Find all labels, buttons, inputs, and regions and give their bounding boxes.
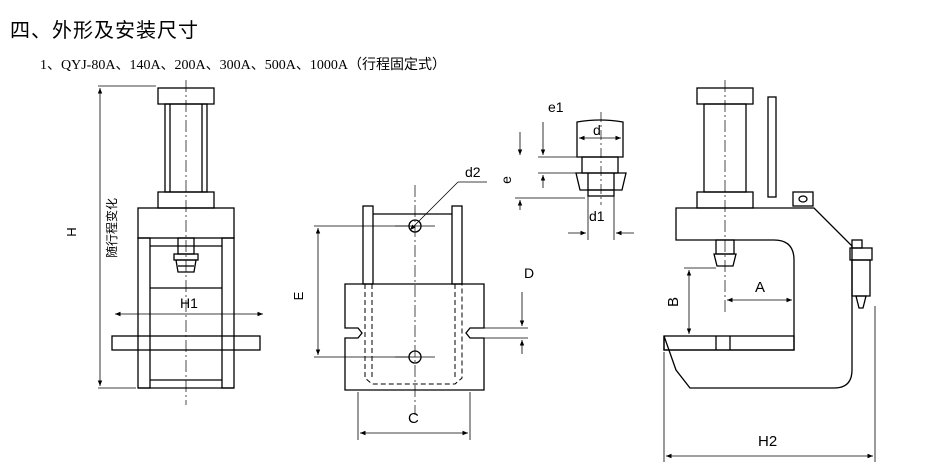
label-e: e <box>498 176 514 184</box>
dim-D <box>470 292 528 354</box>
label-H2: H2 <box>758 433 777 450</box>
dim-e1 <box>538 122 580 188</box>
label-stroke-note: 随行程变化 <box>104 198 119 258</box>
label-e1: e1 <box>548 99 564 115</box>
dim-B <box>684 267 716 334</box>
label-d2: d2 <box>465 164 481 180</box>
label-A: A <box>755 279 765 296</box>
label-E: E <box>291 291 306 300</box>
label-d1: d1 <box>589 208 605 224</box>
label-C: C <box>408 410 419 427</box>
dim-E <box>314 225 410 358</box>
dim-e <box>515 132 585 210</box>
label-H: H <box>64 227 79 236</box>
dim-C <box>357 392 471 440</box>
label-B: B <box>665 297 682 307</box>
label-H1: H1 <box>180 295 198 311</box>
c-frame-view <box>663 87 873 389</box>
label-D: D <box>524 265 534 281</box>
side-view <box>344 205 485 391</box>
punch-detail <box>575 119 627 197</box>
dim-H <box>97 85 156 389</box>
dim-d1 <box>568 196 634 240</box>
section-title: 四、外形及安装尺寸 <box>10 18 199 42</box>
dim-d2 <box>409 181 487 231</box>
dim-H2 <box>663 306 876 462</box>
label-d: d <box>593 122 601 138</box>
subtitle: 1、QYJ-80A、140A、200A、300A、500A、1000A（行程固定… <box>40 58 446 73</box>
